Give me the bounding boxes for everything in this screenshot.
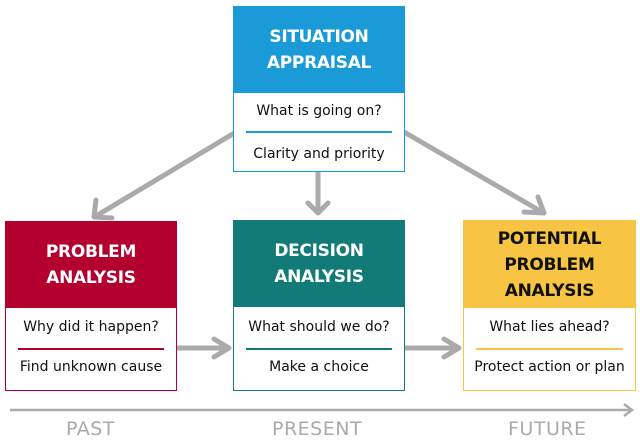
box-question: What should we do? [248, 319, 390, 335]
box-question: What is going on? [256, 103, 382, 119]
timeline-future: FUTURE [508, 418, 587, 440]
box-title: POTENTIAL PROBLEM ANALYSIS [464, 221, 635, 308]
box-purpose: Find unknown cause [19, 359, 163, 375]
arrow-to-problem [93, 129, 239, 219]
timeline-arrow [10, 403, 635, 417]
box-question: Why did it happen? [23, 319, 159, 335]
box-purpose: Make a choice [269, 359, 369, 375]
box-purpose: Clarity and priority [253, 146, 385, 162]
divider [476, 348, 623, 350]
divider [246, 131, 392, 133]
box-title: SITUATION APPRAISAL [234, 7, 404, 93]
box-title: DECISION ANALYSIS [234, 221, 404, 307]
box-title: PROBLEM ANALYSIS [6, 222, 176, 308]
potential-problem-analysis-box: POTENTIAL PROBLEM ANALYSIS What lies ahe… [463, 220, 636, 391]
arrow-to-potential [401, 129, 545, 215]
situation-appraisal-box: SITUATION APPRAISAL What is going on? Cl… [233, 6, 405, 172]
timeline-past: PAST [66, 418, 115, 440]
problem-analysis-box: PROBLEM ANALYSIS Why did it happen? Find… [5, 221, 177, 391]
divider [18, 348, 164, 350]
decision-analysis-box: DECISION ANALYSIS What should we do? Mak… [233, 220, 405, 391]
box-question: What lies ahead? [489, 319, 610, 335]
divider [246, 348, 392, 350]
timeline-present: PRESENT [272, 418, 363, 440]
box-purpose: Protect action or plan [474, 359, 625, 375]
